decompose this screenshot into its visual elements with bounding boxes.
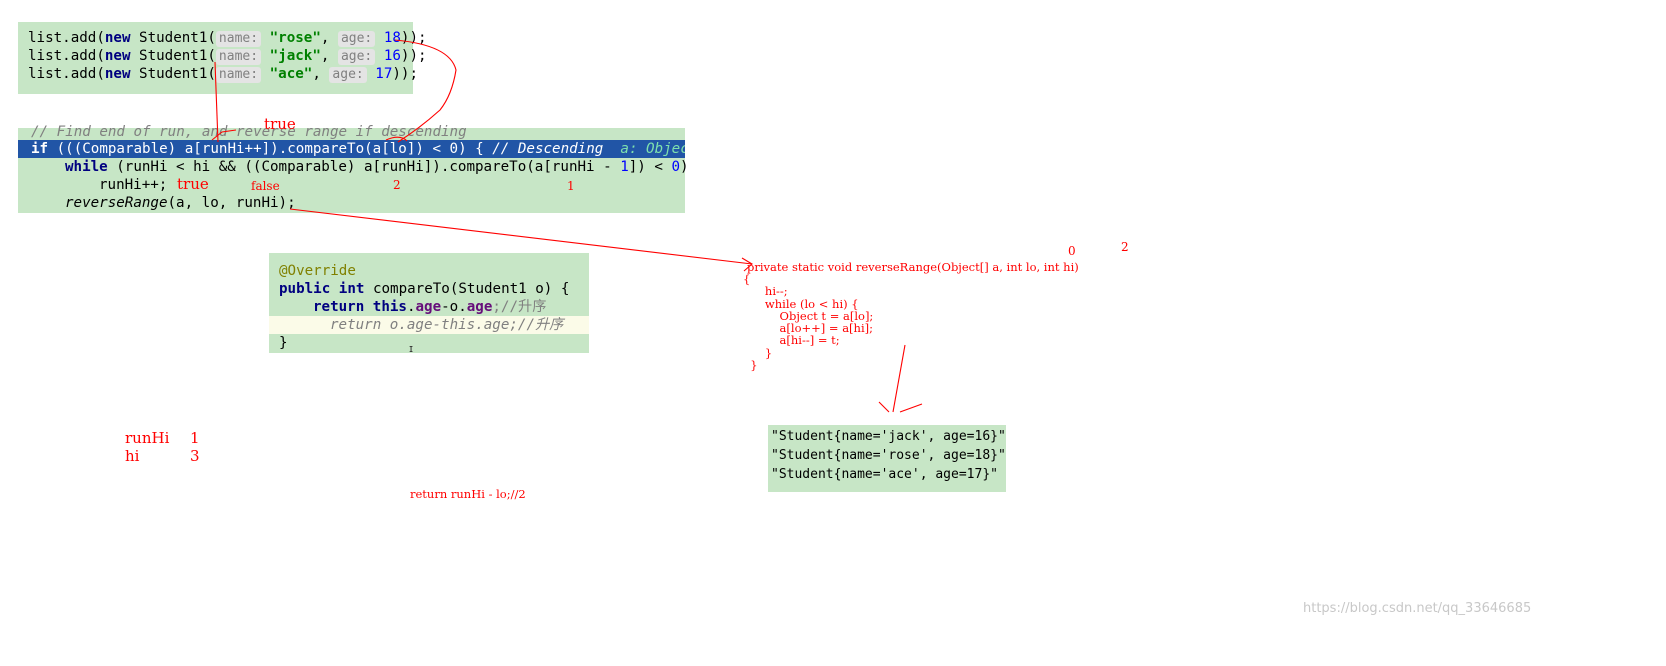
arrow-to-reverse-range <box>289 208 753 265</box>
return-note: return runHi - lo;//2 <box>410 487 526 501</box>
while-line: while (runHi < hi && ((Comparable) a[run… <box>65 159 689 175</box>
reverse-range-call-line: reverseRange(a, lo, runHi); <box>65 195 296 211</box>
hi-value: 3 <box>190 447 200 465</box>
result-list: "Student{name='jack', age=16}" "Student{n… <box>771 427 1006 484</box>
override-annotation: @Override <box>279 263 356 279</box>
runhi-label: runHi <box>125 429 170 447</box>
param-hint-age: age: <box>337 49 376 65</box>
list-add-line: list.add(new Student1(name: "ace", age: … <box>28 66 418 83</box>
list-add-code: list.add(new Student1(name: "rose", age:… <box>28 29 427 83</box>
arrow-rose-to-lo <box>394 39 457 143</box>
annotation-false: false <box>251 179 280 193</box>
result-item: "Student{name='rose', age=18}" <box>771 448 1006 463</box>
hi-label: hi <box>125 447 140 465</box>
if-keyword: if <box>31 141 49 157</box>
list-add-line: list.add(new Student1(name: "rose", age:… <box>28 30 427 47</box>
param-hint-name: name: <box>215 67 262 83</box>
runhi-value: 1 <box>190 429 200 447</box>
annotation-value-1: 1 <box>567 179 575 193</box>
reverse-range-signature: private static void reverseRange(Object[… <box>747 260 1079 274</box>
runhi-increment-line: runHi++; <box>99 177 168 193</box>
annotation-true-top: true <box>264 115 296 133</box>
annotation-true-left: true <box>177 175 209 193</box>
reverse-range-body: { hi--; while (lo < hi) { Object t = a[l… <box>743 272 874 373</box>
commented-descending-line: return o.age-this.age;//升序 <box>330 317 564 333</box>
param-hint-name: name: <box>215 31 262 47</box>
selected-code-line[interactable]: if (((Comparable) a[runHi++]).compareTo(… <box>18 140 685 158</box>
compareto-signature: public int compareTo(Student1 o) { <box>279 281 570 297</box>
param-hint-name: name: <box>215 49 262 65</box>
arrow-jack-to-runhi <box>214 61 219 143</box>
arrow-to-result <box>892 344 906 413</box>
annotation-hi-2: 2 <box>1121 240 1129 254</box>
code-panel-compareto <box>269 253 589 353</box>
result-panel <box>768 425 1006 492</box>
code-comment-find-run: // Find end of run, and reverse range if… <box>31 124 467 140</box>
compareto-close-brace: } <box>279 335 288 351</box>
caret-line-highlight <box>269 316 589 334</box>
result-item: "Student{name='jack', age=16}" <box>771 429 1006 444</box>
text-cursor-icon: ɪ <box>409 342 414 355</box>
annotation-lo-0: 0 <box>1068 244 1076 258</box>
debug-inline-value: a: Objec <box>620 141 685 157</box>
annotation-value-2: 2 <box>393 178 401 192</box>
watermark: https://blog.csdn.net/qq_33646685 <box>1303 601 1532 616</box>
param-hint-age: age: <box>329 67 367 83</box>
return-ascending-line: return this.age-o.age;//升序 <box>313 299 547 315</box>
list-add-line: list.add(new Student1(name: "jack", age:… <box>28 48 427 65</box>
if-condition-code: (((Comparable) a[runHi++]).compareTo(a[l… <box>48 141 493 157</box>
param-hint-age: age: <box>337 31 376 47</box>
result-item: "Student{name='ace', age=17}" <box>771 467 998 482</box>
descending-comment: // Descending <box>492 141 604 157</box>
